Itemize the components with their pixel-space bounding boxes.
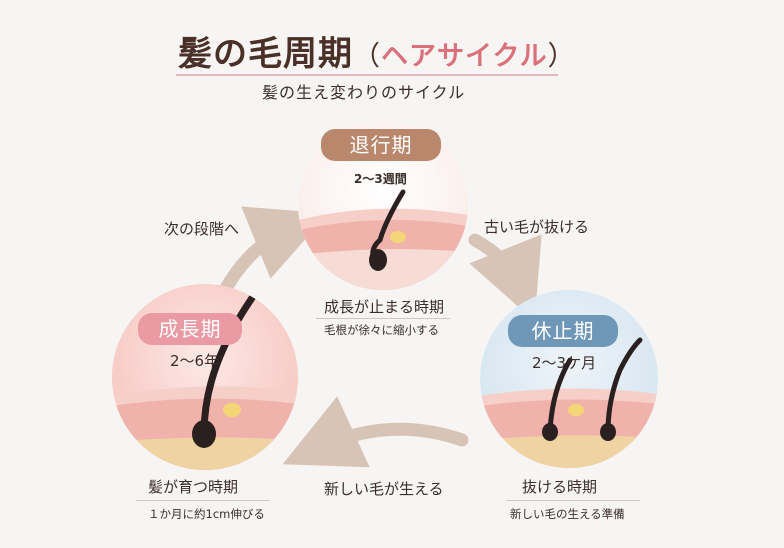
arrow-label-to-anagen: 新しい毛が生える	[324, 480, 444, 498]
anagen-divider	[136, 500, 270, 501]
telogen-divider	[506, 500, 640, 501]
telogen-name: 休止期	[508, 315, 618, 347]
title-underline	[176, 74, 558, 76]
subtitle: 髪の生え変わりのサイクル	[262, 83, 466, 102]
title-paren-close: ）	[547, 41, 576, 72]
anagen-caption: 髪が育つ時期	[148, 478, 239, 496]
arrow-to-telogen	[468, 233, 542, 322]
anagen-name: 成長期	[138, 313, 242, 345]
telogen-duration: 2〜3ケ月	[532, 354, 597, 372]
anagen-note: １か月に約1cm伸びる	[148, 507, 265, 521]
anagen-duration: 2〜6年	[170, 352, 220, 370]
arrow-label-to-telogen: 古い毛が抜ける	[484, 218, 590, 236]
anagen-illustration	[112, 284, 298, 470]
catagen-divider	[316, 318, 450, 319]
title-paren-open: （	[353, 41, 381, 72]
title-main: 髪の毛周期	[178, 34, 353, 74]
anagen-circle	[112, 284, 298, 470]
arrow-to-anagen	[282, 396, 469, 468]
telogen-note: 新しい毛の生える準備	[510, 507, 625, 521]
telogen-caption: 抜ける時期	[522, 478, 598, 496]
arrow-to-catagen	[218, 206, 329, 297]
page-title: 髪の毛周期（ヘアサイクル）	[178, 26, 576, 75]
arrow-label-to-catagen: 次の段階へ	[164, 220, 240, 238]
catagen-name: 退行期	[321, 129, 441, 161]
title-sub: ヘアサイクル	[381, 41, 548, 72]
catagen-caption: 成長が止まる時期	[324, 298, 445, 316]
catagen-duration: 2〜3週間	[354, 172, 407, 186]
catagen-note: 毛根が徐々に縮小する	[324, 323, 439, 337]
